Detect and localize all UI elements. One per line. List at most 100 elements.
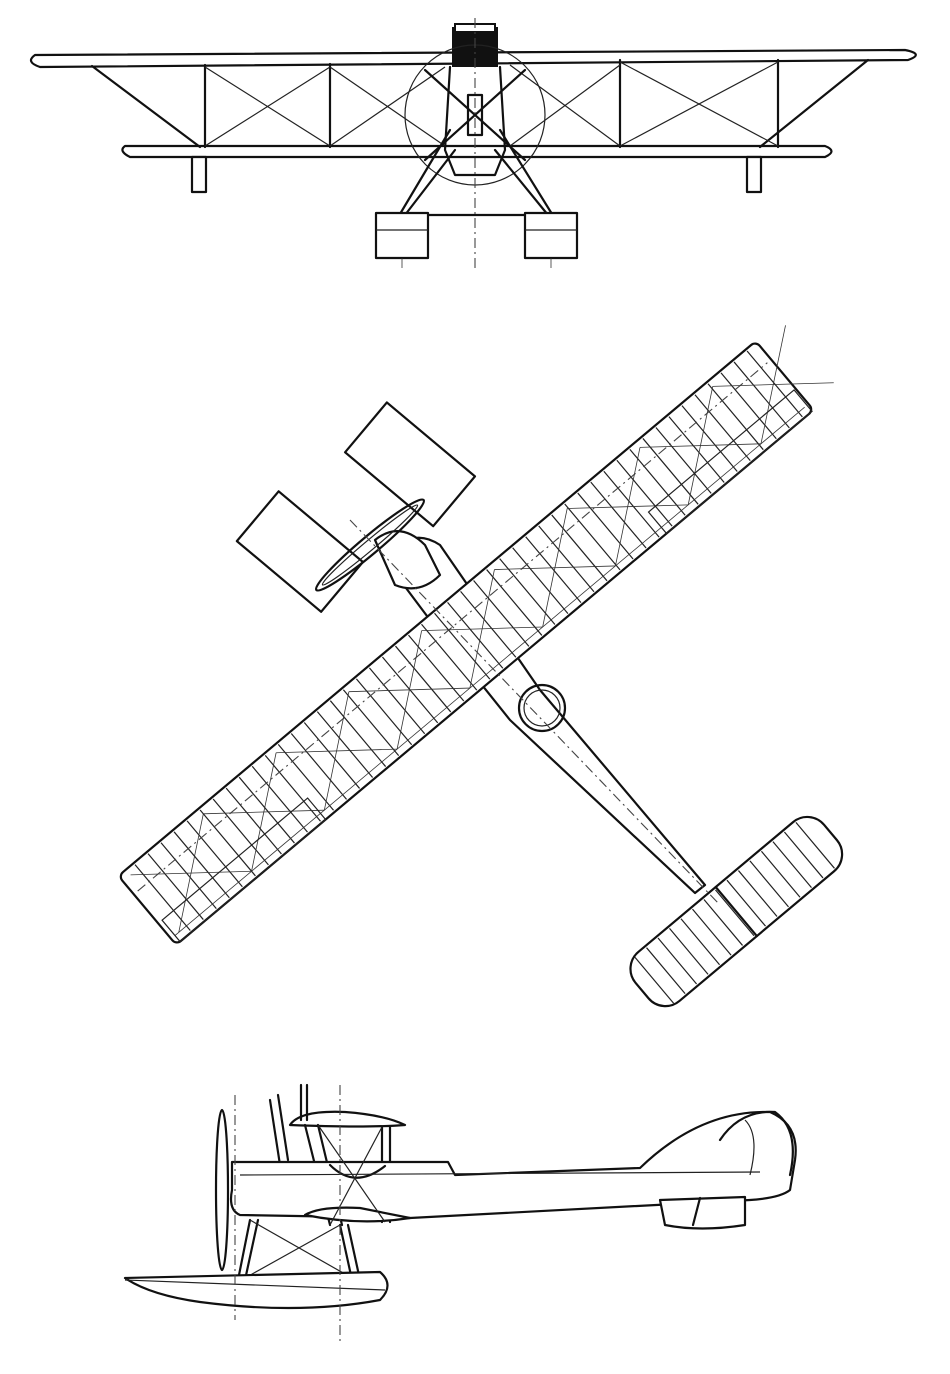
side-fuselage [229,1110,797,1220]
rib-line [396,630,423,750]
rib-line [746,350,803,418]
rib-line [173,831,230,899]
rib-line [486,569,543,636]
side-view [123,1083,797,1345]
rib-line [772,841,812,888]
plan-right-aileron [647,389,813,535]
rib-line [225,787,282,855]
rib-line [323,691,350,811]
rib-line [603,470,660,538]
front-interplane-struts [90,58,870,149]
front-float-struts [398,128,554,217]
rib-line [715,889,755,937]
rib-line [469,569,495,689]
plan-view [119,325,844,1008]
rib-line [692,908,732,956]
rib-line [368,667,426,735]
front-bracing-wires [204,61,779,147]
rib-line [681,405,738,472]
rib-line [642,438,699,505]
rib-line [473,580,530,647]
rib-line [687,386,714,505]
rib-line [342,689,400,757]
side-main-float [123,1270,389,1310]
rib-line [178,813,204,933]
rib-line [329,700,387,767]
rib-line [251,752,277,872]
plan-right-float [343,401,477,528]
rib-line [737,870,778,917]
rib-line [160,842,217,910]
rib-line [238,776,295,844]
rib-line [703,899,744,946]
rib-line [760,325,786,444]
rib-line [542,508,568,628]
side-float-struts [236,1218,362,1282]
rib-line [186,820,243,888]
rib-line [795,821,835,869]
front-left-wingtip-float [190,155,208,194]
plan-left-float [235,490,365,613]
rib-line [421,623,478,691]
rib-line [615,447,641,567]
rib-line [668,416,725,483]
rib-line [434,612,491,680]
side-lower-wing [303,1206,412,1223]
plan-propeller [314,498,426,592]
front-lower-wing [121,144,833,159]
plan-wing-bracing [130,325,834,933]
rib-line [726,879,766,927]
rib-line [512,547,569,614]
rib-line [733,361,790,429]
front-view [29,18,917,270]
rib-line [749,860,789,908]
plan-left-aileron [161,797,327,943]
plan-wing [119,342,813,944]
rib-line [212,798,269,866]
rib-line [720,372,777,440]
rib-line [199,809,256,877]
rib-line [629,448,686,516]
side-bracing-wires [244,1124,386,1279]
rib-line [251,765,308,833]
rib-line [707,383,764,451]
side-upper-wing [288,1110,407,1128]
plan-tailplane-ribs [634,821,835,1004]
rib-line [646,947,686,995]
plan-engine-cowling [373,530,442,590]
rib-line [303,722,361,789]
rib-line [669,928,709,975]
rib-line [760,850,801,898]
rib-line [408,634,465,702]
rib-line [564,503,621,571]
rib-line [783,831,824,879]
front-left-float [374,211,430,260]
rib-line [395,645,452,713]
rib-line [538,525,595,593]
rib-line [680,918,721,966]
rib-line [616,459,673,527]
rib-line [525,536,582,604]
side-tail-float [658,1195,747,1230]
plan-wing-ribs [134,350,803,931]
rib-line [577,492,634,560]
plan-cockpit [517,683,567,733]
rib-line [551,514,608,582]
rib-line [460,591,517,658]
side-fin-rudder [718,1110,794,1177]
front-right-wingtip-float [745,155,763,194]
rib-line [590,481,647,549]
rib-line [447,601,504,669]
rib-line [634,956,675,1004]
rib-line [657,937,698,985]
rib-line [694,394,751,461]
rib-line [316,711,374,778]
front-propeller-blades [423,68,527,162]
front-right-float [523,211,579,260]
rib-line [147,853,204,920]
rib-line [355,678,413,746]
rib-line [655,427,712,494]
rib-line [277,744,334,811]
rib-line [290,733,348,800]
